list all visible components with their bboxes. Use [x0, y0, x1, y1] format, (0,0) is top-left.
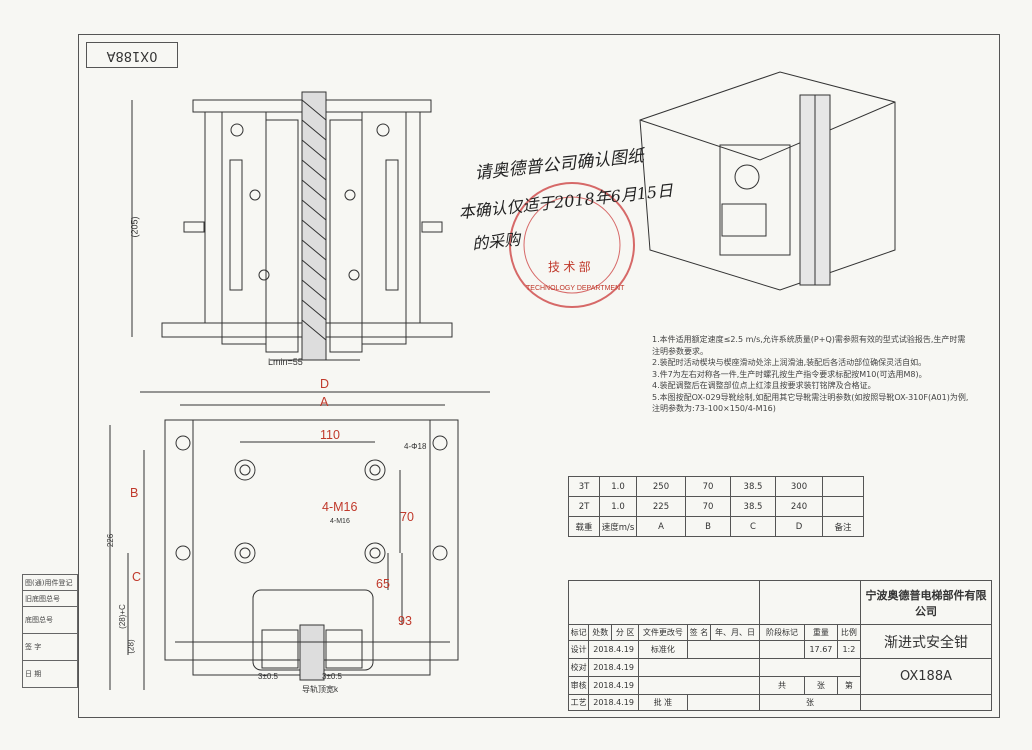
note-2: 2.装配时活动楔块与楔座滑动处涂上润滑油,装配后各活动部位确保灵活自如。 [652, 358, 927, 367]
hole-label: 4-Φ18 [404, 442, 427, 451]
stamp-outer-text: TECHNOLOGY DEPARTMENT [526, 285, 625, 292]
handwritten-line-3: 的采购 [471, 229, 522, 254]
table-row: 3T 1.0 250 70 38.5 300 [568, 476, 864, 497]
h226-label: 226 [106, 533, 116, 548]
plan-base [164, 419, 459, 661]
table-header: 载重 速度m/s A B C D 备注 [568, 516, 864, 537]
left-wedge [221, 111, 267, 345]
red-c: C [132, 570, 142, 584]
note-1: 1.本件适用额定速度≤2.5 m/s,允许系统质量(P+Q)需参照有效的型式试验… [652, 335, 966, 356]
red-a: A [320, 395, 329, 409]
side-register-block: 图(通)用件登记 旧底图总号 底图总号 签 字 日 期 [22, 574, 78, 688]
tol2-label: 3±0.5 [322, 672, 342, 681]
red-65: 65 [376, 577, 390, 591]
right-wedge [361, 111, 407, 345]
iso-body [639, 71, 896, 291]
lmin-label: Lmin=55 [268, 357, 303, 367]
red-b: B [130, 486, 139, 500]
tol1-label: 3±0.5 [258, 672, 278, 681]
weight-value: 17.67 [804, 640, 838, 659]
guide-rail [301, 91, 327, 361]
h205-label: (205) [129, 216, 140, 238]
title-block: 宁波奥德普电梯部件有限公司 标记 处数 分 区 文件更改号 签 名 年、月、日 … [567, 580, 992, 711]
technical-notes: 1.本件适用额定速度≤2.5 m/s,允许系统质量(P+Q)需参照有效的型式试验… [652, 334, 972, 415]
m16-small-label: 4-M16 [330, 518, 350, 525]
stamp-text: 技 术 部 [548, 260, 591, 274]
company-stamp [509, 182, 635, 308]
h28-label: (28) [126, 639, 136, 654]
red-110: 110 [320, 428, 340, 442]
rail-label: 导轨顶宽k [302, 685, 338, 694]
note-5: 5.本图按配OX-029导靴绘制,如配用其它导靴需注明参数(如按照导靴OX-31… [652, 392, 969, 414]
note-4: 4.装配调整后在调整部位点上红漆且按要求装钉铭牌及合格证。 [652, 381, 876, 390]
company-name: 宁波奥德普电梯部件有限公司 [860, 580, 992, 625]
parameter-table: 3T 1.0 250 70 38.5 300 2T 1.0 225 70 38.… [568, 476, 864, 537]
drawing-number: OX188A [860, 658, 992, 695]
red-70: 70 [400, 510, 414, 524]
red-93: 93 [398, 614, 412, 628]
hc-label: (28)+C [117, 604, 127, 629]
red-m16: 4-M16 [322, 500, 358, 514]
drawing-title: 渐进式安全钳 [860, 624, 992, 659]
scale-value: 1:2 [836, 640, 862, 659]
note-3: 3.件7为左右对称各一件,生产时螺孔按生产指令要求标配按M10(可选用M8)。 [652, 369, 927, 379]
red-d: D [320, 377, 330, 391]
table-row: 2T 1.0 225 70 38.5 240 [568, 496, 864, 517]
drawing-frame [78, 34, 1000, 718]
